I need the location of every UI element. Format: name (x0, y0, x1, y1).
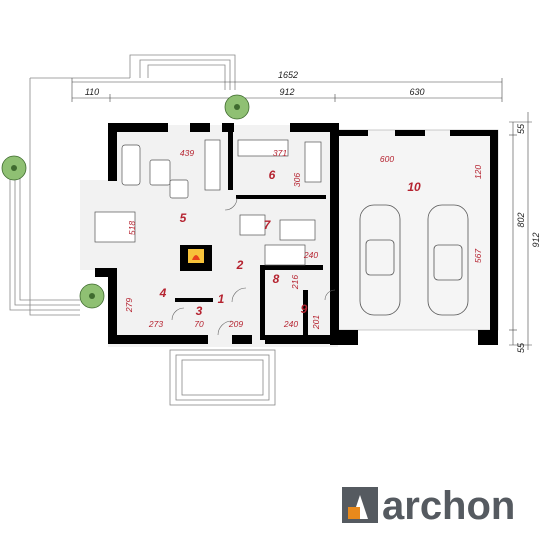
dim-side-total: 912 (531, 232, 541, 247)
room-number-3: 3 (196, 304, 203, 318)
room-number-10: 10 (407, 180, 421, 194)
dim-room-439: 439 (180, 148, 194, 158)
dim-side-top: 55 (516, 123, 526, 134)
room-number-9: 9 (301, 302, 308, 316)
walls (95, 123, 498, 345)
dim-room-273: 273 (148, 319, 163, 329)
room-number-5: 5 (180, 211, 187, 225)
furniture (94, 139, 322, 266)
dim-left-offset: 110 (85, 87, 99, 97)
dim-middle-width: 912 (279, 87, 294, 97)
dim-room-240b: 240 (283, 319, 298, 329)
tree-icon (224, 94, 250, 120)
dim-room-600: 600 (380, 154, 394, 164)
room-number-7: 7 (264, 218, 272, 232)
garage-cars (359, 204, 469, 316)
dim-room-518: 518 (127, 221, 137, 235)
logo-text: archon (382, 484, 515, 528)
fireplace (188, 249, 204, 263)
dim-room-201: 201 (311, 315, 321, 330)
room-number-2: 2 (236, 258, 244, 272)
dim-side-bottom: 55 (516, 342, 526, 353)
dim-total-width: 1652 (278, 70, 298, 80)
tree-icon (79, 283, 105, 309)
terrace-outline (9, 54, 276, 406)
dim-right-width: 630 (409, 87, 424, 97)
dim-room-567: 567 (473, 249, 483, 263)
room-number-1: 1 (218, 292, 225, 306)
dim-room-209: 209 (228, 319, 243, 329)
door-swings (171, 197, 336, 336)
dim-room-216: 216 (290, 275, 300, 290)
dim-room-120: 120 (473, 165, 483, 179)
archon-logo: archon (342, 484, 515, 528)
room-number-8: 8 (273, 272, 280, 286)
dim-room-70: 70 (194, 319, 204, 329)
dim-room-240a: 240 (303, 250, 318, 260)
room-number-4: 4 (159, 286, 167, 300)
tree-icon (1, 155, 27, 181)
dim-room-306: 306 (292, 173, 302, 187)
dim-side-middle: 802 (516, 212, 526, 227)
dim-room-279: 279 (124, 298, 134, 313)
room-number-6: 6 (269, 168, 276, 182)
dimension-lines (71, 78, 532, 350)
dim-room-371: 371 (273, 148, 287, 158)
